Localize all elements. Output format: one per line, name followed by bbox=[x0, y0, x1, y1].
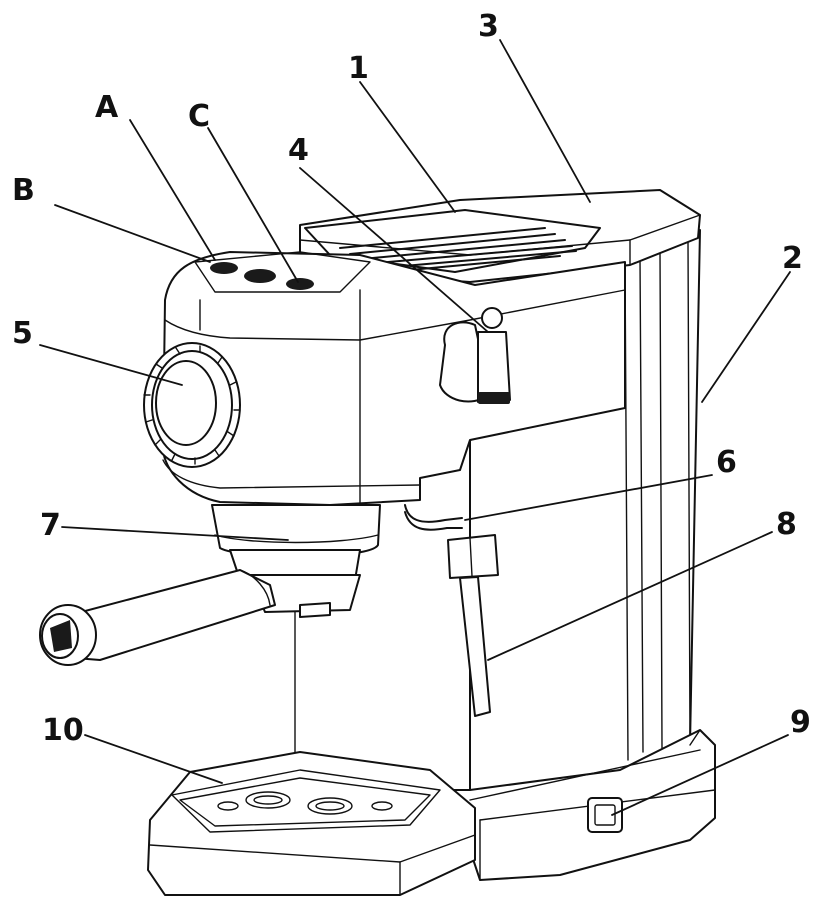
label-4: 4 bbox=[288, 133, 309, 168]
label-10: 10 bbox=[42, 713, 84, 748]
callout-labels: A B C 1 2 3 4 5 6 7 8 9 10 bbox=[12, 9, 811, 748]
label-5: 5 bbox=[12, 316, 33, 351]
head-housing bbox=[162, 251, 626, 506]
label-b: B bbox=[12, 173, 35, 208]
drip-tray bbox=[147, 751, 476, 896]
label-9: 9 bbox=[790, 705, 811, 740]
steam-wand bbox=[404, 504, 499, 717]
label-8: 8 bbox=[776, 507, 797, 542]
steam-knob bbox=[439, 307, 511, 404]
label-2: 2 bbox=[782, 241, 803, 276]
top-buttons bbox=[194, 251, 371, 293]
control-dial bbox=[143, 342, 241, 468]
leader-lines bbox=[39, 39, 791, 816]
portafilter bbox=[39, 569, 361, 666]
label-1: 1 bbox=[348, 51, 369, 86]
label-c: C bbox=[188, 99, 210, 134]
power-switch bbox=[587, 797, 623, 833]
label-a: A bbox=[95, 90, 119, 125]
label-6: 6 bbox=[716, 445, 737, 480]
label-7: 7 bbox=[40, 508, 61, 543]
label-3: 3 bbox=[478, 9, 499, 44]
